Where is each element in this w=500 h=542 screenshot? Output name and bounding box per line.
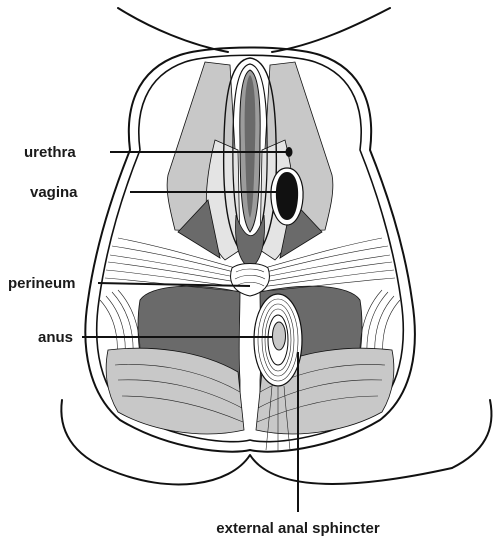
body-contour-gluteal-cleft: [110, 455, 452, 484]
vagina-label: vagina: [30, 184, 78, 201]
body-contour-left-thigh: [61, 400, 110, 470]
body-contour-top-left: [118, 8, 228, 52]
body-contour-top-right: [272, 8, 390, 52]
vaginal-opening: [276, 172, 298, 220]
perineum-label: perineum: [8, 275, 76, 292]
anus-label: anus: [38, 329, 73, 346]
urethra-label: urethra: [24, 144, 76, 161]
external-anal-sphincter-label: external anal sphincter: [216, 520, 380, 537]
urethral-opening: [286, 147, 293, 157]
perineum-leader-line: [98, 283, 250, 286]
body-contour-right-thigh: [452, 400, 491, 468]
anal-opening: [273, 322, 286, 350]
